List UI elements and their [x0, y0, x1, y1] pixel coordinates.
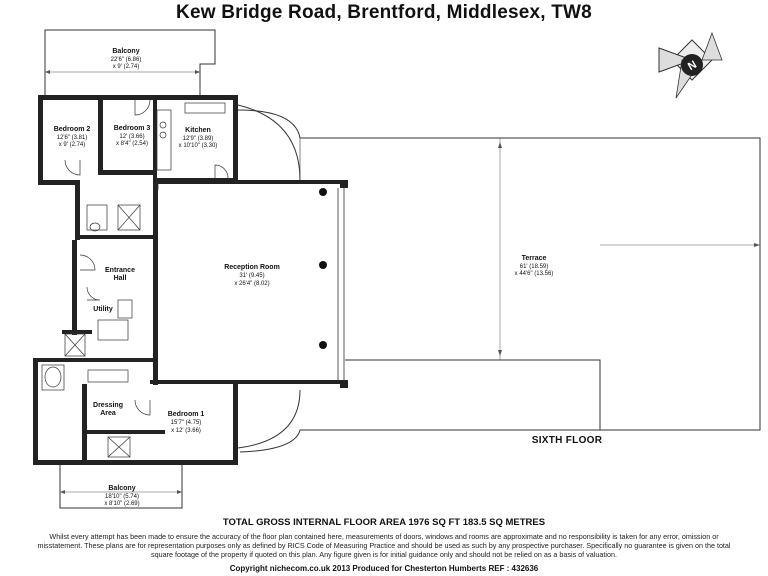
balcony-top-dim2: x 9' (2.74) [113, 64, 140, 70]
reception-windows [157, 182, 345, 380]
dressing-line1: Dressing [93, 402, 123, 409]
plan-title: Kew Bridge Road, Brentford, Middlesex, T… [176, 2, 592, 23]
bathroom-fixtures [41, 204, 141, 458]
bedroom1-dim2: x 12' (3.66) [171, 428, 201, 434]
door-swings [64, 99, 229, 416]
apartment-walls [33, 95, 348, 465]
terrace-name: Terrace [522, 255, 547, 262]
reception-name: Reception Room [224, 264, 280, 271]
bedroom1-dim1: 15'7" (4.75) [171, 420, 202, 426]
kitchen-units [156, 102, 226, 171]
balcony-bottom-dim1: 18'10" (5.74) [105, 494, 139, 500]
reception-dim2: x 26'4" (8.02) [234, 281, 269, 287]
bedroom-bay [237, 389, 301, 449]
floor-area-total: TOTAL GROSS INTERNAL FLOOR AREA 1976 SQ … [222, 517, 546, 528]
kitchen-dim1: 12'9" (3.89) [183, 136, 214, 142]
entrance-line1: Entrance [105, 267, 135, 274]
balcony-bottom [59, 465, 183, 509]
bedroom2-dim1: 12'6" (3.81) [57, 135, 88, 141]
kitchen-bay [237, 104, 301, 181]
reception-pillars [319, 188, 327, 349]
bedroom3-name: Bedroom 3 [114, 125, 151, 132]
terrace-dim1: 61' (18.59) [520, 264, 549, 270]
balcony-top-name: Balcony [112, 48, 139, 55]
balcony-bottom-name: Balcony [108, 485, 135, 492]
compass-icon: N [658, 31, 723, 99]
terrace-outline [237, 109, 761, 453]
balcony-top [44, 29, 216, 95]
bedroom1-name: Bedroom 1 [168, 411, 205, 418]
dressing-line2: Area [100, 410, 116, 417]
floor-label: SIXTH FLOOR [532, 435, 603, 446]
bedroom3-dim1: 12' (3.66) [119, 134, 144, 140]
footer-credits: Copyright nichecom.co.uk 2013 Produced f… [229, 564, 539, 573]
kitchen-name: Kitchen [185, 127, 211, 134]
bedroom2-dim2: x 9' (2.74) [59, 142, 86, 148]
balcony-bottom-dim2: x 8'10" (2.69) [104, 501, 139, 507]
entrance-line2: Hall [114, 275, 127, 282]
reception-dim1: 31' (9.45) [239, 273, 264, 279]
terrace-dim2: x 44'6" (13.56) [515, 271, 554, 277]
utility-name: Utility [93, 306, 113, 313]
bedroom2-name: Bedroom 2 [54, 126, 91, 133]
disclaimer-text: Whilst every attempt has been made to en… [37, 532, 731, 559]
kitchen-dim2: x 10'10" (3.30) [179, 143, 218, 149]
bedroom3-dim2: x 8'4" (2.54) [116, 141, 148, 147]
balcony-top-dim1: 22'6" (6.86) [111, 57, 142, 63]
